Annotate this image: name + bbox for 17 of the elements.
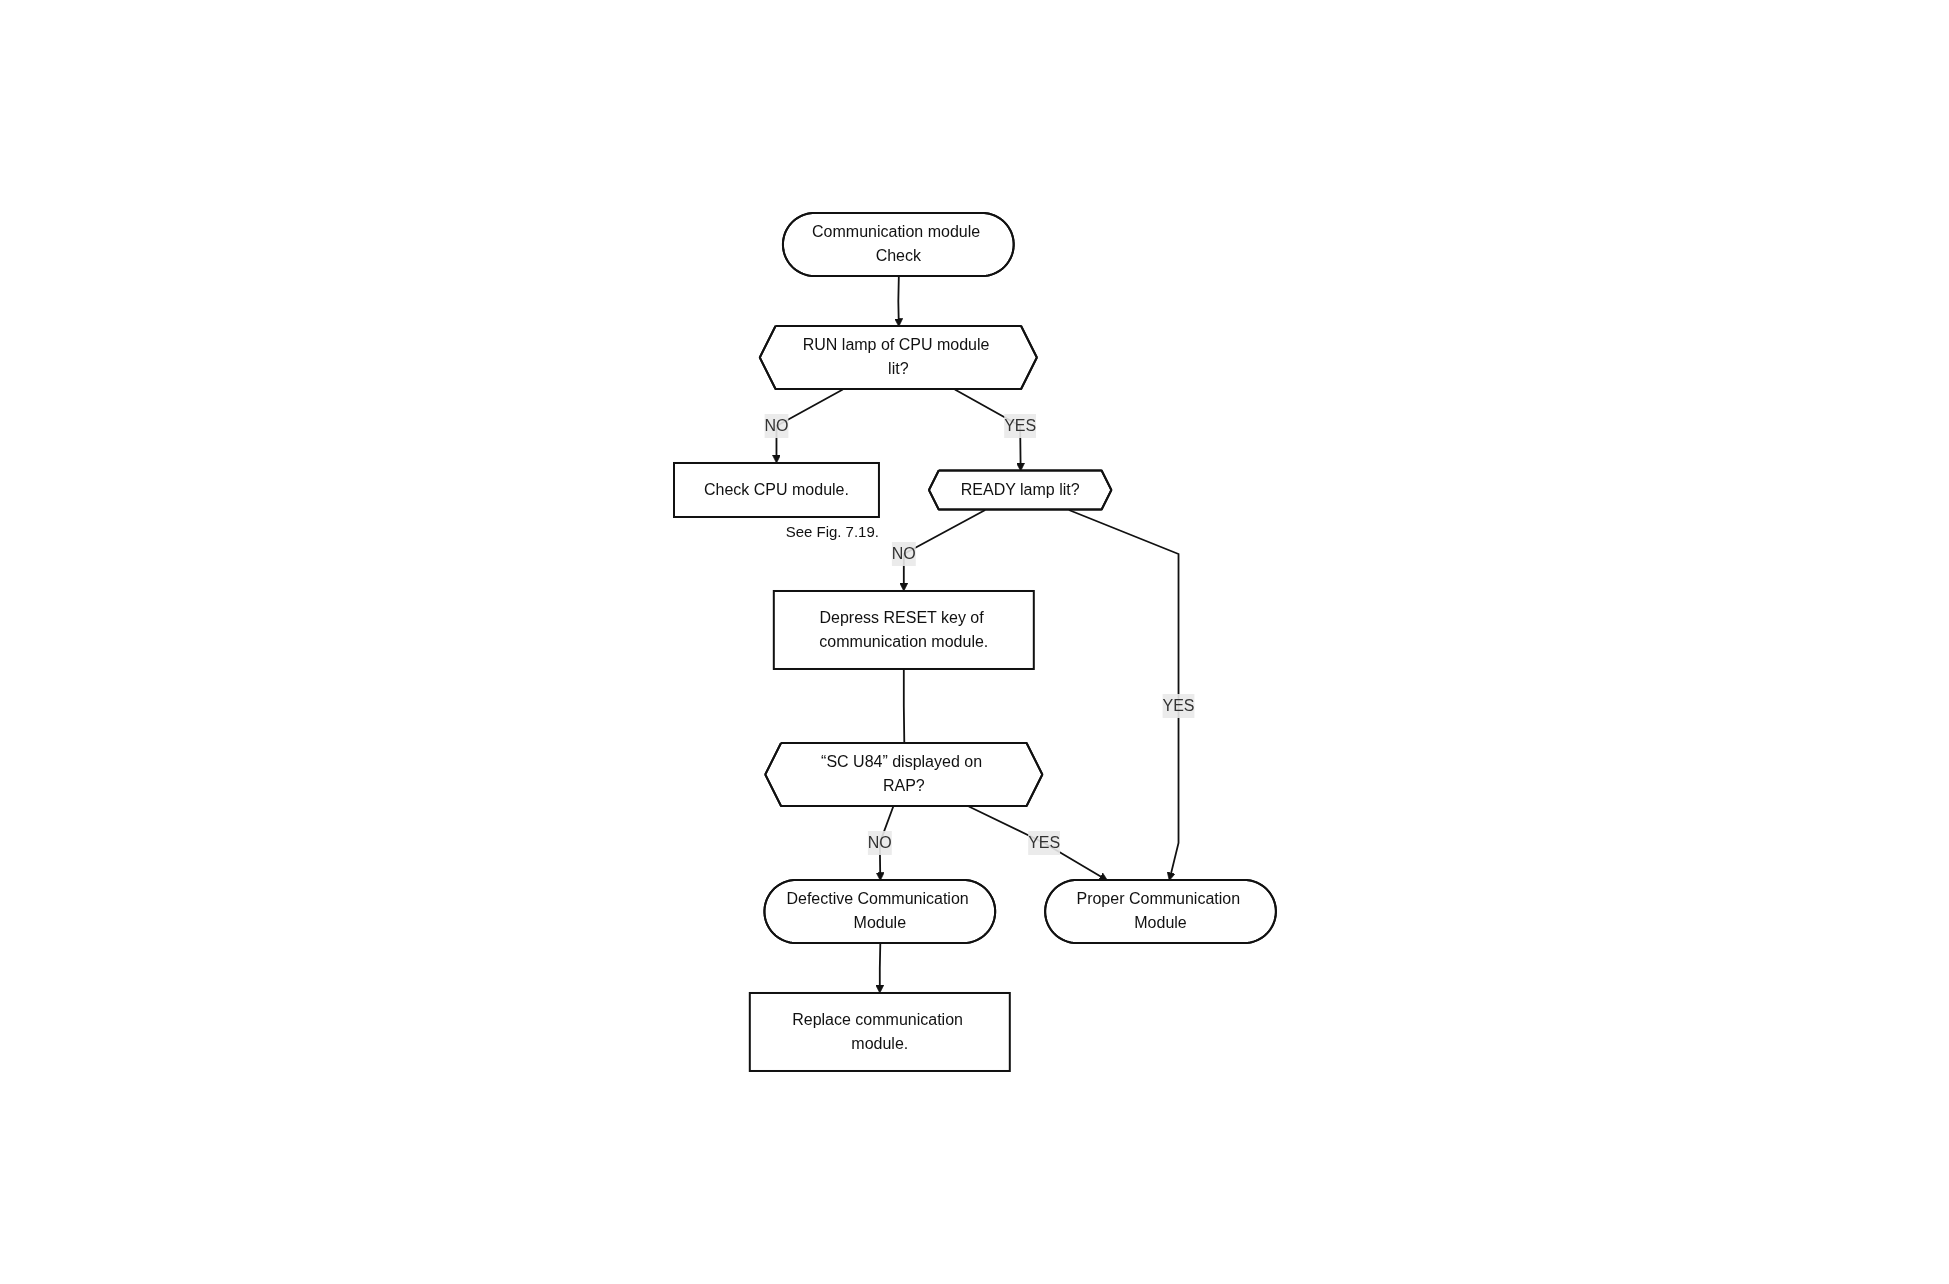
arrow [875, 805, 894, 881]
arrow [893, 275, 903, 327]
arrow [1067, 509, 1179, 881]
edge-label: NO [891, 544, 916, 562]
edge-label: YES [1027, 833, 1060, 851]
node-box: Depress RESET key of communication module. [772, 590, 1035, 670]
arrow [771, 388, 844, 464]
edge-label: YES [1162, 696, 1195, 714]
arrow [898, 509, 986, 592]
arrow [967, 805, 1108, 881]
arrow [874, 942, 884, 994]
edge-label: YES [1003, 417, 1036, 434]
edge-label: NO [867, 833, 892, 851]
edge-label: NO [764, 417, 789, 434]
node-box: Replace communication module. [748, 992, 1011, 1072]
figure-reference: See Fig. 7.19. [785, 523, 879, 540]
node-box: Check CPU module. [672, 462, 880, 518]
